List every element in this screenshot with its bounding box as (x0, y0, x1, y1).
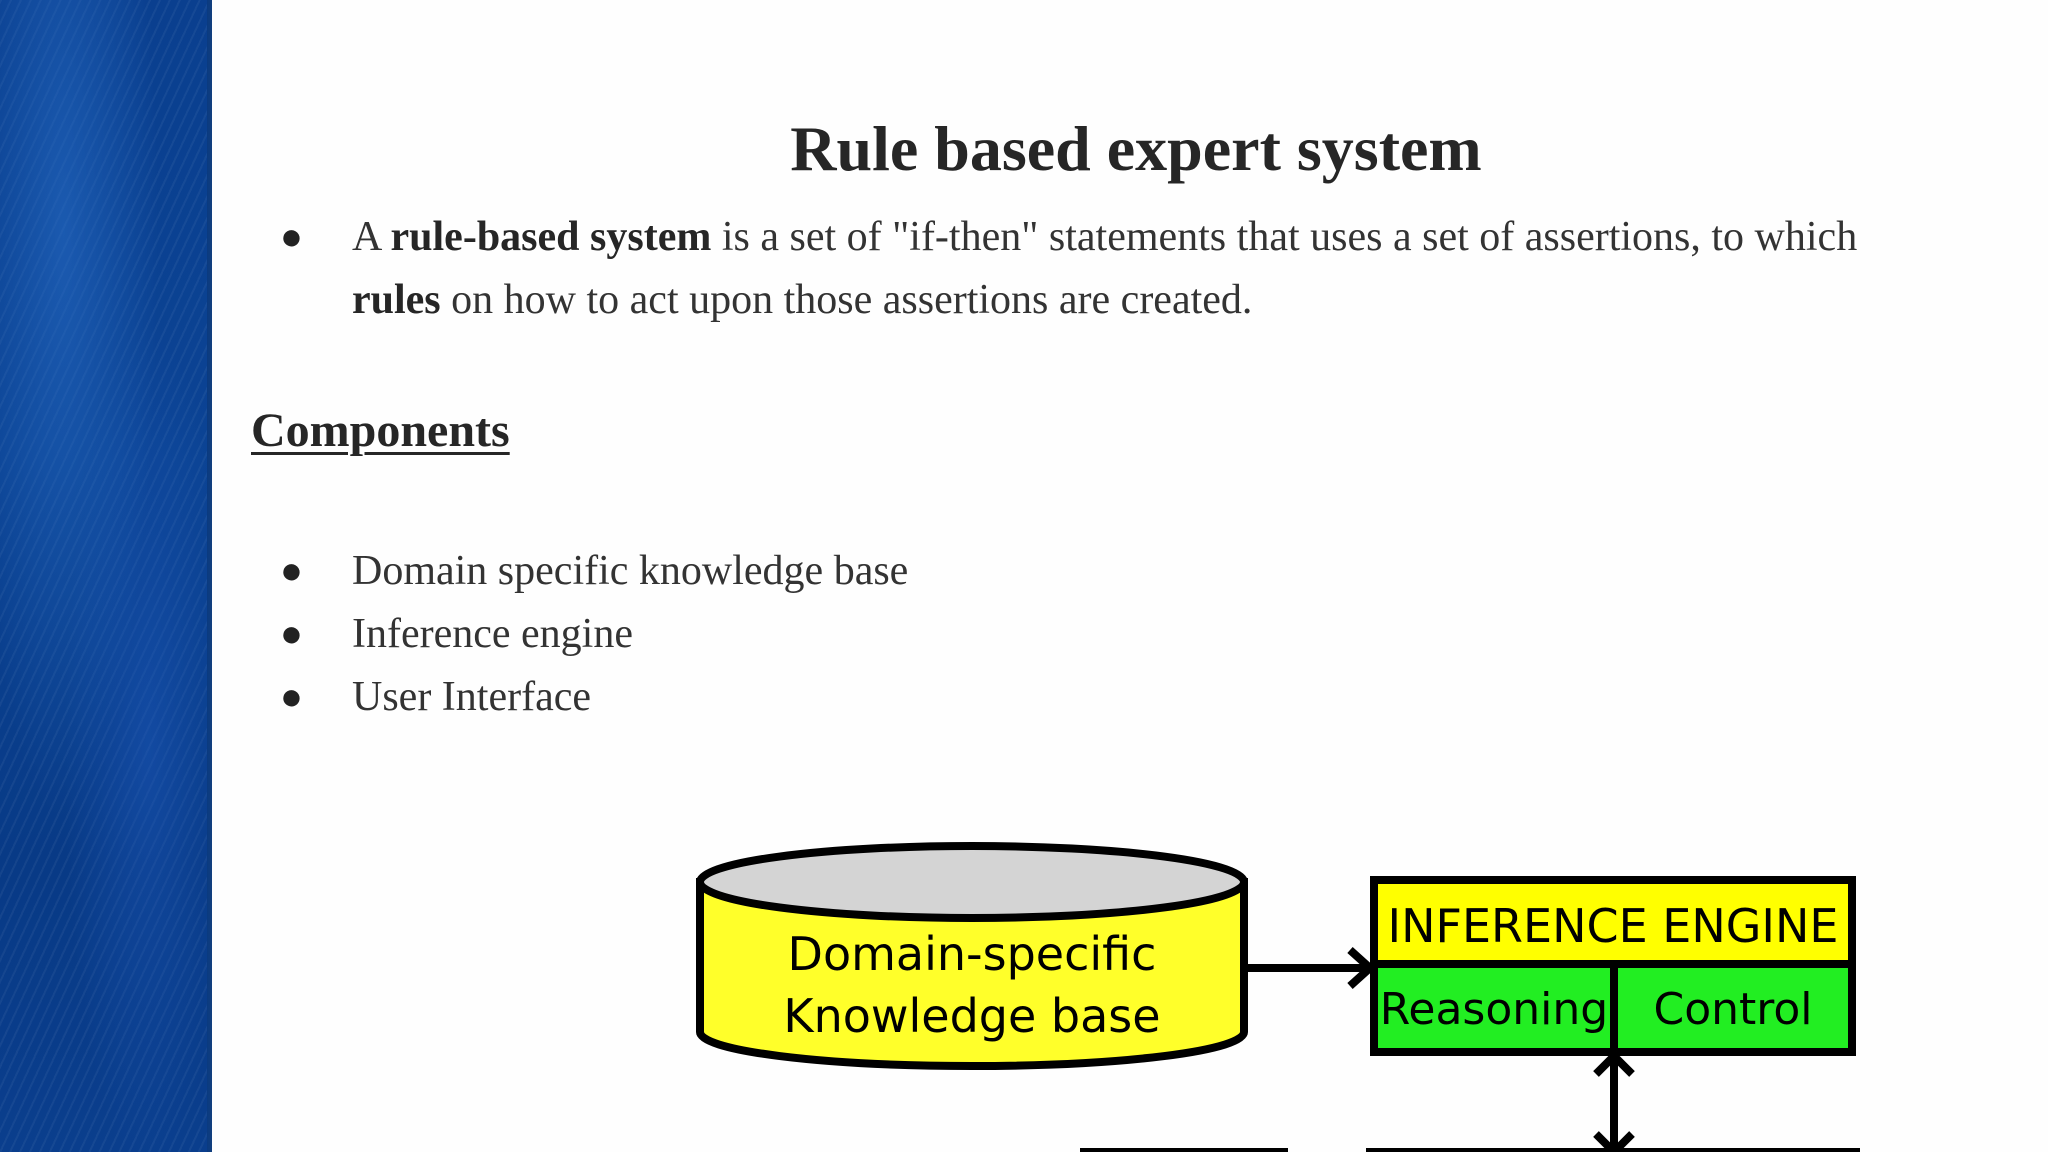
inference-engine-box: INFERENCE ENGINE Reasoning Control (1370, 876, 1856, 1056)
side-decoration-panel (0, 0, 212, 1152)
knowledge-base-cylinder: Domain-specific Knowledge base (696, 842, 1248, 1070)
engine-control-label: Control (1653, 984, 1812, 1035)
cylinder-body (696, 878, 1248, 1070)
kb-label-line1: Domain-specific (788, 927, 1157, 981)
engine-reasoning-label: Reasoning (1380, 984, 1608, 1035)
slide-title: Rule based expert system (790, 113, 1482, 184)
component-label: Inference engine (352, 611, 633, 657)
bullet-icon: ● (280, 613, 303, 655)
engine-title-cell (1370, 876, 1856, 968)
bullet-icon: ● (280, 216, 303, 258)
intro-text: A rule-based system is a set of "if-then… (352, 214, 1858, 323)
components-heading: Components (251, 404, 510, 457)
bullet-icon: ● (280, 676, 303, 718)
cylinder-top (696, 842, 1248, 922)
term-rule-based-system: rule-based system (390, 214, 712, 260)
term-rules: rules (352, 277, 441, 323)
kb-to-engine-arrow (1244, 947, 1376, 989)
engine-title-label: INFERENCE ENGINE (1388, 899, 1839, 953)
bullet-icon: ● (280, 550, 303, 592)
component-label: Domain specific knowledge base (352, 548, 909, 594)
expert-system-diagram: Domain-specific Knowledge base INFERENCE… (696, 842, 1860, 1152)
engine-control-cell (1610, 960, 1856, 1056)
component-label: User Interface (352, 674, 591, 720)
kb-label-line2: Knowledge base (783, 989, 1160, 1043)
engine-to-interface-arrow (1593, 1050, 1635, 1152)
